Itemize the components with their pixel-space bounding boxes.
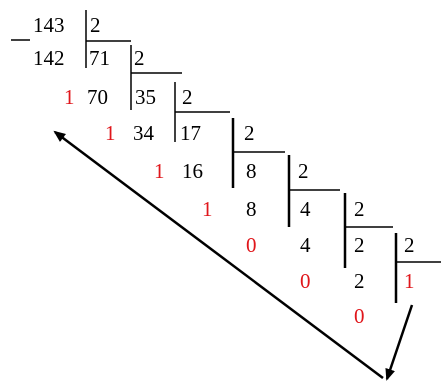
remainder-5: 0: [246, 233, 257, 257]
arrow-down-stroke: [385, 304, 414, 381]
quotient-4: 8: [246, 159, 257, 183]
quotient-6: 2: [354, 233, 365, 257]
quotient-3: 17: [180, 121, 201, 145]
remainder-4: 1: [202, 197, 213, 221]
subtracted-3: 34: [133, 121, 155, 145]
dividend: 143: [33, 13, 65, 37]
subtracted-5: 8: [246, 197, 257, 221]
subtracted-1: 142: [33, 46, 65, 70]
remainder-7: 0: [354, 304, 365, 328]
divisor-3: 2: [182, 85, 193, 109]
remainder-2: 1: [105, 121, 116, 145]
divisor-4: 2: [244, 121, 255, 145]
subtracted-2: 70: [87, 85, 108, 109]
divisor-5: 2: [298, 159, 309, 183]
divisor-7: 2: [404, 233, 415, 257]
remainder-6: 0: [300, 269, 311, 293]
divisor-2: 2: [134, 46, 145, 70]
divisor-1: 2: [90, 13, 101, 37]
subtracted-7: 2: [354, 269, 365, 293]
arrow-up-stroke: [53, 130, 384, 379]
quotient-2: 35: [135, 85, 156, 109]
remainder-1: 1: [64, 85, 75, 109]
division-numbers: 143 2 142 71 2 1 70 35 2 1 34 17 2 1 16 …: [33, 13, 415, 328]
quotient-7: 1: [404, 269, 415, 293]
quotient-1: 71: [89, 46, 110, 70]
double-arrow-icon: [53, 130, 414, 381]
remainder-3: 1: [154, 159, 165, 183]
division-lines: [11, 10, 441, 303]
quotient-5: 4: [300, 197, 311, 221]
divisor-6: 2: [354, 197, 365, 221]
subtracted-6: 4: [300, 233, 311, 257]
subtracted-4: 16: [182, 159, 203, 183]
